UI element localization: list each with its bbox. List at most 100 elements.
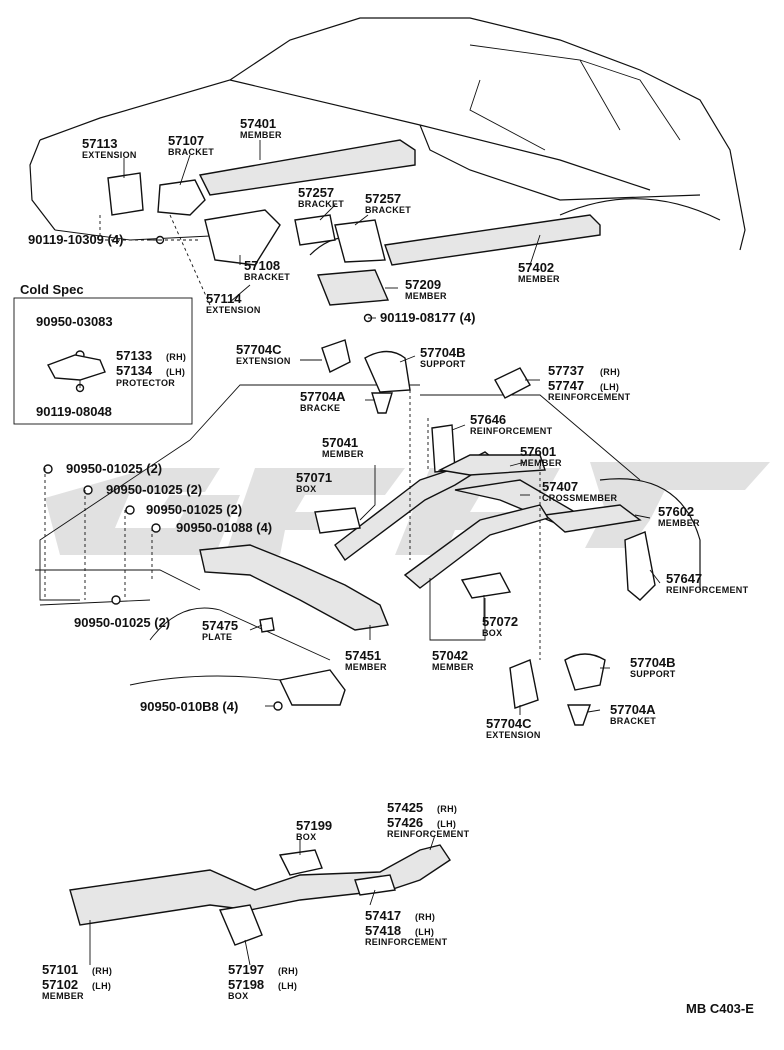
label-57108-num: 57108 <box>244 258 280 273</box>
member-57602-shape <box>543 504 642 533</box>
box-57071-shape <box>314 507 361 534</box>
label-57198-sub: BOX <box>228 991 248 1001</box>
box-57199-shape <box>278 849 323 876</box>
bracket-57108-shape <box>204 209 281 266</box>
label-57102-num: 57102 <box>42 977 78 992</box>
box-57197-shape <box>219 904 263 946</box>
label-57475-num: 57475 <box>202 618 238 633</box>
member-57209-shape <box>317 269 390 306</box>
label-57418-sub: REINFORCEMENT <box>365 937 448 947</box>
label-90119-10309: 90119-10309 (4) <box>28 232 123 247</box>
label-57257a-num: 57257 <box>298 185 334 200</box>
member-57601-shape <box>437 454 546 476</box>
label-57113-sub: EXTENSION <box>82 150 137 160</box>
label-57426-sub: REINFORCEMENT <box>387 829 470 839</box>
cold-spec-item-2-sub: PROTECTOR <box>116 378 175 388</box>
bracket-57704a-top-shape <box>371 392 393 414</box>
label-57647-num: 57647 <box>666 571 702 586</box>
cold-spec-box: Cold Spec 90950-03083 57133 (RH) 57134 (… <box>13 282 193 425</box>
label-57257a-sub: BRACKET <box>298 199 344 209</box>
label-57114-sub: EXTENSION <box>206 305 261 315</box>
floor-outline <box>35 384 641 686</box>
label-57107-sub: BRACKET <box>168 147 214 157</box>
fastener-label-5: 90950-010B8 (4) <box>140 699 238 714</box>
label-57704b-top-num: 57704B <box>420 345 466 360</box>
extension-57113-shape <box>107 172 144 216</box>
label-57704a-top-sub: BRACKE <box>300 403 340 413</box>
label-57102-sub: MEMBER <box>42 991 84 1001</box>
label-57101-num: 57101 <box>42 962 78 977</box>
label-57426-num: 57426 <box>387 815 423 830</box>
box-57072-shape <box>460 572 512 599</box>
label-57197-num: 57197 <box>228 962 264 977</box>
label-57042-num: 57042 <box>432 648 468 663</box>
label-57425-side: (RH) <box>437 804 457 814</box>
label-57101-side: (RH) <box>92 966 112 976</box>
floor-bracket-shape <box>278 669 346 706</box>
reinforcement-57737-shape <box>494 367 531 399</box>
label-57704b-bot-sub: SUPPORT <box>630 669 676 679</box>
label-57197-side: (RH) <box>278 966 298 976</box>
bracket-57257a-shape <box>294 214 336 246</box>
label-57646-num: 57646 <box>470 412 506 427</box>
label-57199-num: 57199 <box>296 818 332 833</box>
member-57402-shape <box>384 214 601 266</box>
label-57737-num: 57737 <box>548 363 584 378</box>
label-57425-num: 57425 <box>387 800 423 815</box>
car-body-outline <box>29 17 746 590</box>
label-57402-num: 57402 <box>518 260 554 275</box>
label-57041-num: 57041 <box>322 435 358 450</box>
label-57209-sub: MEMBER <box>405 291 447 301</box>
label-57747-sub: REINFORCEMENT <box>548 392 631 402</box>
label-57601-num: 57601 <box>520 444 556 459</box>
label-57704c-bot-num: 57704C <box>486 716 532 731</box>
cold-spec-item-2-side: (LH) <box>166 367 185 377</box>
support-57704b-bottom-shape <box>564 653 606 691</box>
label-57475-sub: PLATE <box>202 632 232 642</box>
label-57426-side: (LH) <box>437 819 456 829</box>
label-57199-sub: BOX <box>296 832 316 842</box>
label-57042-sub: MEMBER <box>432 662 474 672</box>
label-57072-sub: BOX <box>482 628 502 638</box>
label-57072-num: 57072 <box>482 614 518 629</box>
label-57198-num: 57198 <box>228 977 264 992</box>
label-57257b-num: 57257 <box>365 191 401 206</box>
label-57602-num: 57602 <box>658 504 694 519</box>
label-57646-sub: REINFORCEMENT <box>470 426 553 436</box>
label-57401-sub: MEMBER <box>240 130 282 140</box>
fastener-label-3: 90950-01088 (4) <box>176 520 272 535</box>
part-labels: 57113 EXTENSION 57107 BRACKET 57401 MEMB… <box>28 116 749 1001</box>
label-57602-sub: MEMBER <box>658 518 700 528</box>
label-57108-sub: BRACKET <box>244 272 290 282</box>
label-57071-sub: BOX <box>296 484 316 494</box>
reinforcement-57417-shape <box>354 874 396 896</box>
label-57107-num: 57107 <box>168 133 204 148</box>
label-57257b-sub: BRACKET <box>365 205 411 215</box>
label-57737-side: (RH) <box>600 367 620 377</box>
fastener-label-4: 90950-01025 (2) <box>74 615 170 630</box>
label-57647-sub: REINFORCEMENT <box>666 585 749 595</box>
bracket-57704a-bottom-shape <box>567 704 591 726</box>
label-57071-num: 57071 <box>296 470 332 485</box>
label-57704c-top-sub: EXTENSION <box>236 356 291 366</box>
label-57704c-bot-sub: EXTENSION <box>486 730 541 740</box>
label-57601-sub: MEMBER <box>520 458 562 468</box>
fastener-labels: 90950-01025 (2) 90950-01025 (2) 90950-01… <box>66 461 272 714</box>
member-57042-shape <box>403 504 550 589</box>
cold-spec-item-1-side: (RH) <box>166 352 186 362</box>
member-57401-shape <box>198 139 416 196</box>
member-57451-shape <box>199 544 389 631</box>
cold-spec-item-3-num: 90119-08048 <box>36 404 112 419</box>
label-57451-sub: MEMBER <box>345 662 387 672</box>
bracket-57107-shape <box>157 179 206 216</box>
cold-spec-item-0-num: 90950-03083 <box>36 314 113 329</box>
label-57704a-top-num: 57704A <box>300 389 346 404</box>
support-57704b-top-shape <box>364 350 411 393</box>
label-57198-side: (LH) <box>278 981 297 991</box>
label-57451-num: 57451 <box>345 648 381 663</box>
label-57401-num: 57401 <box>240 116 276 131</box>
label-57113-num: 57113 <box>82 136 117 151</box>
fastener-label-1: 90950-01025 (2) <box>106 482 202 497</box>
cold-spec-title: Cold Spec <box>20 282 84 297</box>
